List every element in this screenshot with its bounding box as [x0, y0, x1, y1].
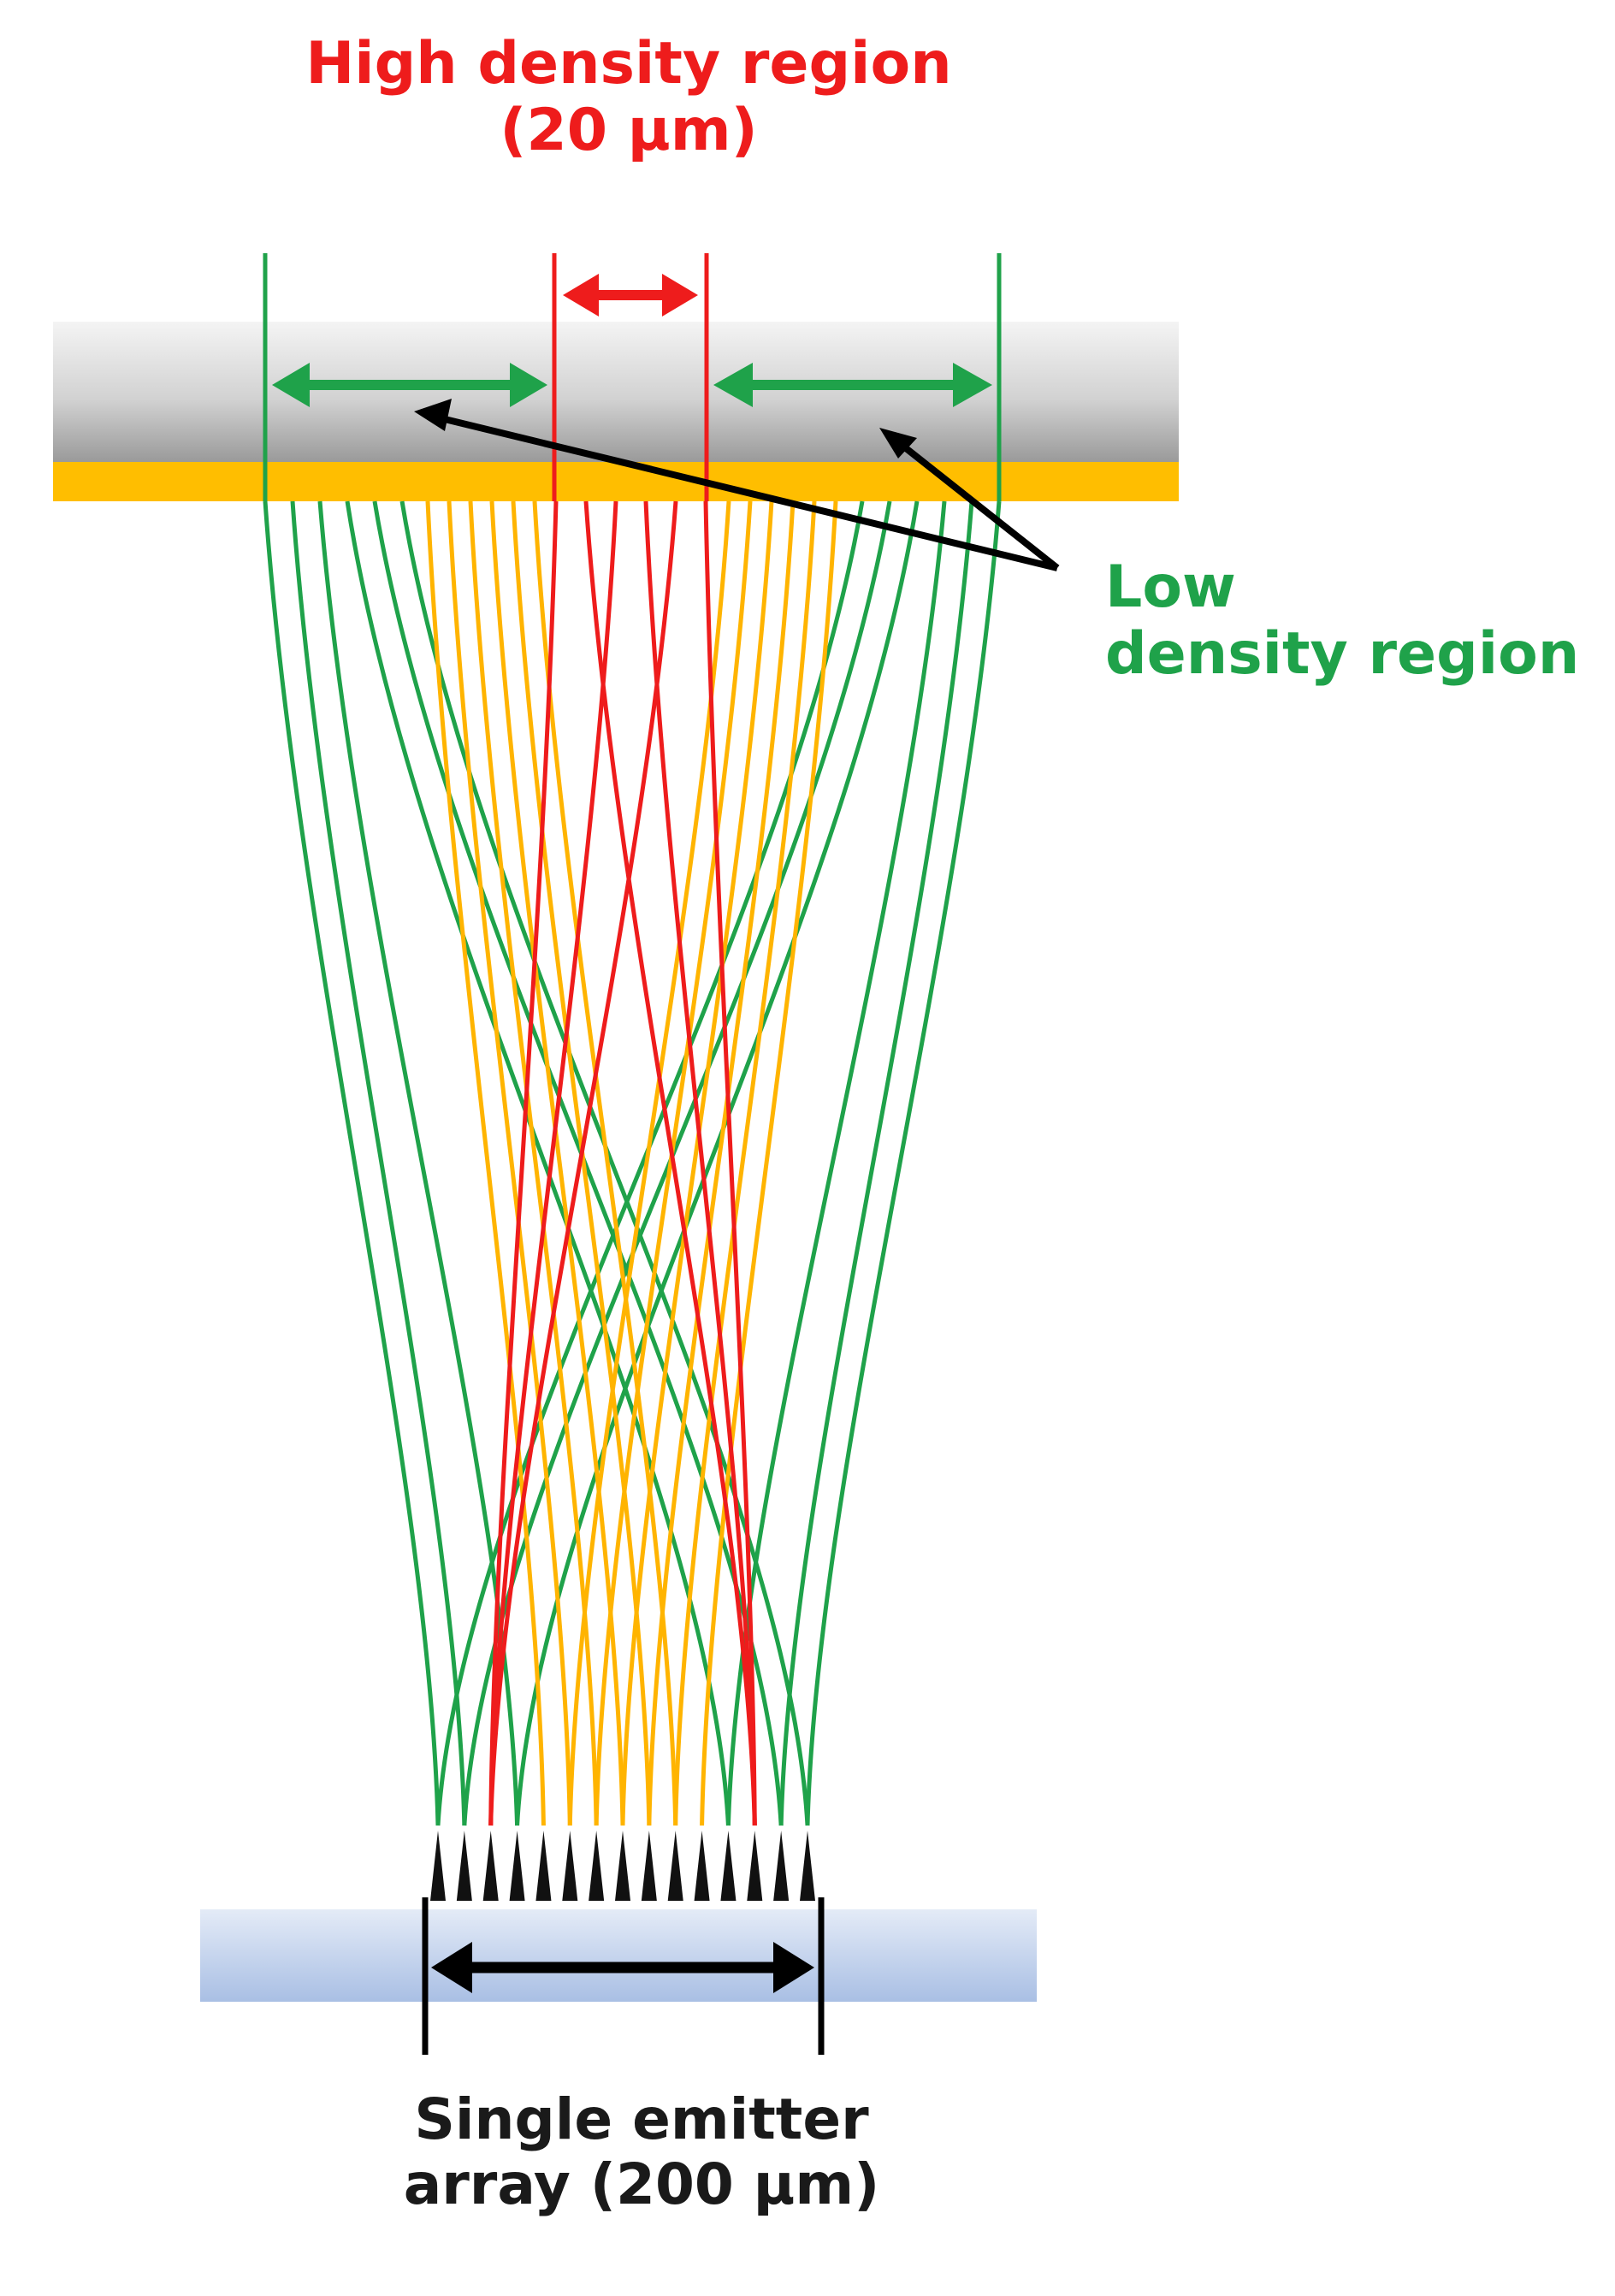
beam-yellow — [468, 500, 599, 1826]
emitter-tip — [562, 1831, 578, 1901]
beam-green — [725, 500, 947, 1826]
beam-green — [372, 500, 784, 1826]
beam-yellow — [532, 500, 678, 1826]
beam-yellow — [511, 500, 652, 1826]
beam-red — [488, 500, 559, 1826]
low-density-pointer-arrows — [414, 399, 1060, 571]
emitter-array-label-line1: Single emitter — [414, 2086, 869, 2152]
beam-yellow — [647, 500, 796, 1826]
beam-green — [805, 500, 1002, 1826]
beam-green — [462, 500, 892, 1826]
low-density-label-line2: density region — [1105, 620, 1580, 689]
low-density-label: Low density region — [1105, 553, 1580, 689]
emitter-tip — [694, 1831, 710, 1901]
beam-yellow — [594, 500, 753, 1826]
low-density-width-arrow-right — [713, 363, 992, 407]
beam-yellow — [567, 500, 731, 1826]
target-plate-gray — [53, 322, 1179, 462]
emitter-array-label: Single emitter array (200 µm) — [342, 2087, 941, 2217]
emitter-tip — [456, 1831, 472, 1901]
emitter-tip — [800, 1831, 815, 1901]
high-density-label: High density region (20 µm) — [257, 30, 1001, 165]
beam-green — [778, 500, 974, 1826]
beam-green — [435, 500, 865, 1826]
beam-yellow — [620, 500, 774, 1826]
emitter-tip — [535, 1831, 552, 1901]
target-plate-gold — [53, 462, 1179, 501]
high-density-label-line1: High density region — [305, 30, 952, 98]
beam-red — [488, 500, 618, 1826]
beam-green — [290, 500, 467, 1826]
emitter-tip — [720, 1831, 737, 1901]
beam-yellow — [425, 500, 546, 1826]
beam-lines — [263, 500, 1002, 1826]
emitter-tip — [430, 1831, 446, 1901]
beam-yellow — [447, 500, 572, 1826]
beam-yellow — [673, 500, 817, 1826]
beam-green — [263, 500, 441, 1826]
emitter-tip — [773, 1831, 790, 1901]
emitter-array-label-line2: array (200 µm) — [403, 2151, 880, 2217]
emitter-tip — [641, 1831, 657, 1901]
beam-green — [345, 500, 731, 1826]
emitter-tips — [430, 1831, 815, 1901]
beam-red — [643, 500, 757, 1826]
emitter-array-width-arrow — [431, 1942, 814, 1993]
beam-red — [488, 500, 678, 1826]
emitter-tip — [482, 1831, 499, 1901]
low-density-label-line1: Low — [1105, 553, 1236, 621]
emitter-tip — [589, 1831, 605, 1901]
emitter-tip — [747, 1831, 763, 1901]
beam-red — [703, 500, 757, 1826]
emitter-tip — [509, 1831, 525, 1901]
high-density-width-arrow — [563, 274, 698, 317]
emitter-tip — [667, 1831, 683, 1901]
emitter-substrate — [200, 1909, 1037, 2002]
emitter-tip — [615, 1831, 630, 1901]
beam-yellow — [489, 500, 625, 1826]
beam-yellow — [700, 500, 838, 1826]
beam-green — [399, 500, 810, 1826]
beam-red — [583, 500, 757, 1826]
high-density-label-line2: (20 µm) — [500, 97, 758, 165]
low-density-width-arrow-left — [272, 363, 547, 407]
beam-green — [515, 500, 920, 1826]
